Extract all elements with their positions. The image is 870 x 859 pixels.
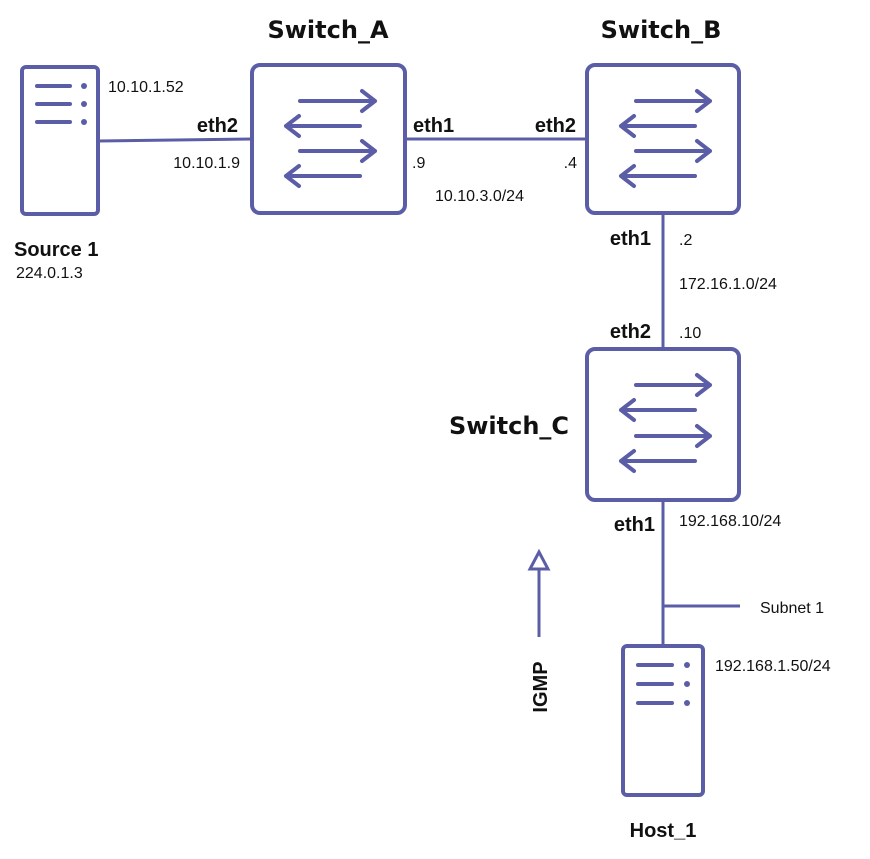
source1-group-address: 224.0.1.3 [16, 265, 83, 282]
switch-c-eth2-ip: .10 [679, 325, 701, 342]
switch-b-title: Switch_B [601, 16, 722, 44]
subnet1-label: Subnet 1 [760, 600, 824, 617]
switch-a-eth2-ip: 10.10.1.9 [173, 155, 240, 172]
link-bc-subnet: 172.16.1.0/24 [679, 276, 777, 293]
source1-name: Source 1 [14, 239, 98, 261]
igmp-arrow-icon [527, 548, 551, 637]
host1-server-icon [621, 644, 705, 797]
host1-ip: 192.168.1.50/24 [715, 658, 831, 675]
switch-a-eth1-ip: .9 [412, 155, 425, 172]
switch-c-title: Switch_C [449, 412, 569, 440]
switch-c-eth1-label: eth1 [614, 514, 655, 536]
igmp-label: IGMP [530, 661, 552, 712]
switch-a-icon [250, 63, 407, 215]
switch-a-title: Switch_A [267, 16, 388, 44]
switch-c-eth2-label: eth2 [610, 321, 651, 343]
source1-server-icon [20, 65, 100, 216]
source1-ip: 10.10.1.52 [108, 79, 184, 96]
switch-a-eth1-label: eth1 [413, 115, 454, 137]
link-ab-subnet: 10.10.3.0/24 [435, 188, 524, 205]
switch-b-eth1-label: eth1 [610, 228, 651, 250]
switch-b-eth2-label: eth2 [535, 115, 576, 137]
host1-name: Host_1 [630, 820, 697, 842]
link-source1-switch-a [97, 137, 253, 143]
switch-a-eth2-label: eth2 [197, 115, 238, 137]
switch-c-eth1-ip: 192.168.10/24 [679, 513, 781, 530]
switch-b-eth1-ip: .2 [679, 232, 692, 249]
switch-c-icon [585, 347, 741, 502]
switch-b-icon [585, 63, 741, 215]
switch-b-eth2-ip: .4 [564, 155, 577, 172]
